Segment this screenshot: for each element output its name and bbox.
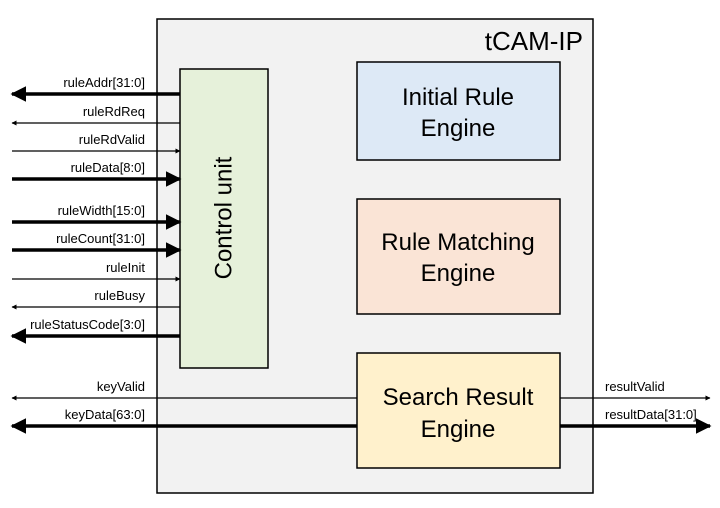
resultvalid-label: resultValid [605, 379, 665, 394]
rulerdreq-label: ruleRdReq [83, 104, 145, 119]
ruleinit-label: ruleInit [106, 260, 145, 275]
rule-matching-engine-label-line1: Rule Matching [381, 229, 534, 256]
rulerdvalid-label: ruleRdValid [79, 132, 145, 147]
rule-matching-engine-block [356, 198, 561, 315]
search-result-engine-block [356, 352, 561, 469]
rulewidth-label: ruleWidth[15:0] [58, 203, 145, 218]
result-signals: resultValid resultData[31:0] [560, 379, 712, 434]
search-result-engine-label-line2: Engine [421, 416, 496, 443]
rulecount-label: ruleCount[31:0] [56, 231, 145, 246]
control-unit-label: Control unit [211, 156, 238, 279]
rulestatuscode-label: ruleStatusCode[3:0] [30, 317, 145, 332]
control-unit-block [179, 68, 269, 369]
keyvalid-label: keyValid [97, 379, 145, 394]
initial-rule-engine-label-line2: Engine [421, 115, 496, 142]
rule-matching-engine-label-line2: Engine [421, 260, 496, 287]
ruleaddr-label: ruleAddr[31:0] [63, 75, 145, 90]
initial-rule-engine-label-line1: Initial Rule [402, 84, 514, 111]
key-signals: keyValid keyData[63:0] [10, 379, 357, 434]
initial-rule-engine-block [356, 61, 561, 161]
ruledata-label: ruleData[8:0] [71, 160, 145, 175]
keydata-label: keyData[63:0] [65, 407, 145, 422]
rulebusy-label: ruleBusy [94, 288, 145, 303]
control-unit-signals: ruleAddr[31:0] ruleRdReq ruleRdValid ruleDa… [10, 75, 182, 344]
container-title: tCAM-IP [485, 26, 583, 56]
search-result-engine-label-line1: Search Result [383, 384, 534, 411]
resultdata-label: resultData[31:0] [605, 407, 697, 422]
